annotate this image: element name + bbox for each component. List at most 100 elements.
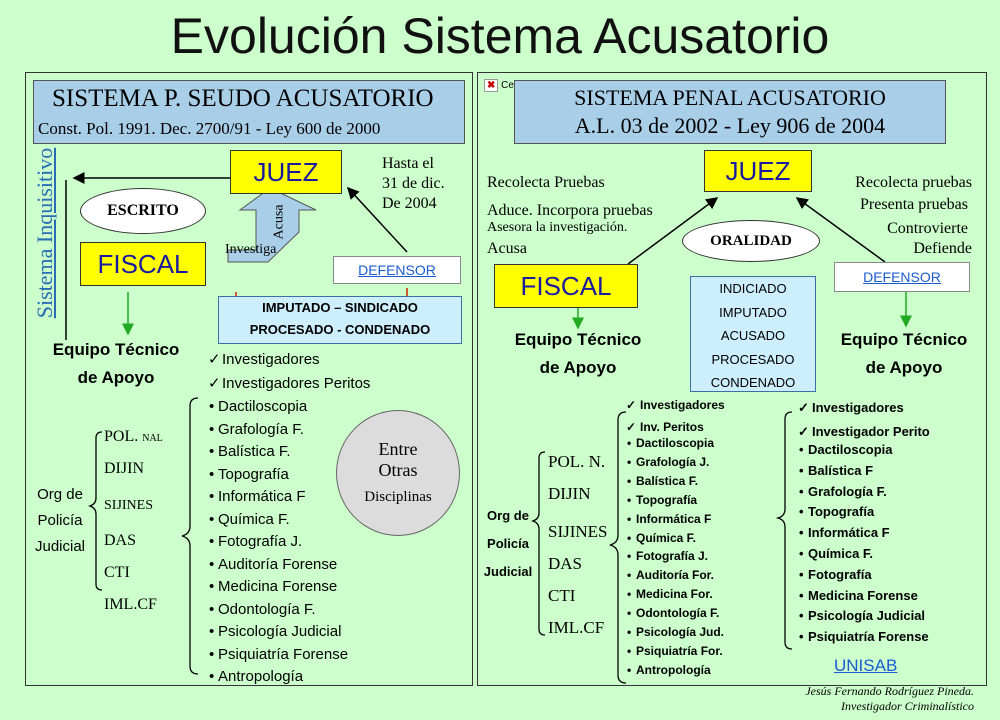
right-org-line-1: Org de bbox=[487, 508, 529, 523]
defensor-role-4: Defiende bbox=[913, 240, 972, 257]
right-equipo-fiscal-line-1: Equipo Técnico bbox=[514, 330, 642, 349]
bullet-item: Balística F. bbox=[627, 472, 724, 491]
defensor-role-1: Recolecta pruebas bbox=[855, 174, 972, 191]
check-item: Investigadores bbox=[208, 348, 370, 372]
bullet-item: Psicología Judicial bbox=[209, 621, 348, 644]
escrito-oval: ESCRITO bbox=[80, 188, 206, 234]
bullet-item: Balística F bbox=[799, 461, 929, 482]
right-equipo-fiscal-line-2: de Apoyo bbox=[539, 358, 617, 377]
bullet-item: Medicina For. bbox=[627, 585, 724, 604]
broken-image-placeholder: ✖ Ce bbox=[484, 79, 520, 100]
imputado-line-1: IMPUTADO – SINDICADO bbox=[262, 300, 418, 315]
bullet-item: Antropología bbox=[627, 661, 724, 680]
left-fiscal-label: FISCAL bbox=[97, 249, 189, 279]
check-item: Investigadores bbox=[798, 396, 930, 420]
author-name: Jesús Fernando Rodríguez Pineda. bbox=[805, 684, 974, 698]
check-item: Investigador Perito bbox=[798, 420, 930, 444]
broken-image-text: Ce bbox=[501, 80, 514, 91]
left-police-das: DAS bbox=[104, 532, 137, 549]
left-org-policia: Org de Policía Judicial bbox=[28, 482, 92, 560]
left-police-pol-text: POL. bbox=[104, 428, 143, 445]
hasta-line-3: De 2004 bbox=[382, 195, 437, 212]
left-equipo-tecnico: Equipo Técnico de Apoyo bbox=[30, 336, 202, 392]
bullet-item: Química F. bbox=[627, 529, 724, 548]
left-police-iml: IML.CF bbox=[104, 596, 157, 613]
bullet-item: Grafología F. bbox=[209, 419, 348, 442]
right-org-line-3: Judicial bbox=[483, 564, 533, 579]
check-item: Inv. Peritos bbox=[626, 416, 725, 438]
bullet-item: Psiquiatría For. bbox=[627, 642, 724, 661]
left-bullet-list: DactiloscopiaGrafología F.Balística F.To… bbox=[209, 396, 348, 689]
bullet-item: Auditoría Forense bbox=[209, 554, 348, 577]
check-item: Investigadores bbox=[626, 394, 725, 416]
bullet-item: Topografía bbox=[627, 491, 724, 510]
indiciado-line-2: IMPUTADO bbox=[719, 304, 787, 320]
imputado-box: IMPUTADO – SINDICADO PROCESADO - CONDENA… bbox=[218, 296, 462, 344]
fiscal-role-1: Recolecta Pruebas bbox=[487, 174, 605, 191]
left-header-title: SISTEMA P. SEUDO ACUSATORIO bbox=[52, 85, 434, 112]
right-org-line-2: Policía bbox=[487, 536, 529, 551]
oralidad-label: ORALIDAD bbox=[710, 233, 792, 249]
right-fiscal-box: FISCAL bbox=[494, 264, 638, 308]
left-defensor-label: DEFENSOR bbox=[358, 262, 436, 278]
defensor-role-3: Controvierte bbox=[887, 220, 968, 237]
bullet-item: Dactiloscopia bbox=[799, 440, 929, 461]
investiga-label: Investiga bbox=[225, 242, 277, 257]
bullet-item: Informática F bbox=[627, 510, 724, 529]
right-police-das: DAS bbox=[548, 554, 583, 573]
defensor-bullet-list: DactiloscopiaBalística FGrafología F.Top… bbox=[799, 440, 929, 648]
defensor-role-2: Presenta pruebas bbox=[860, 196, 968, 213]
fiscal-role-4: Acusa bbox=[487, 240, 527, 257]
left-fiscal-box: FISCAL bbox=[80, 242, 206, 286]
bullet-item: Topografía bbox=[799, 502, 929, 523]
hasta-line-2: 31 de dic. bbox=[382, 175, 445, 192]
left-check-list: InvestigadoresInvestigadores Peritos bbox=[208, 348, 370, 396]
right-police-iml: IML.CF bbox=[548, 618, 605, 637]
right-defensor-label: DEFENSOR bbox=[863, 269, 941, 285]
acusa-label: Acusa bbox=[271, 204, 287, 240]
imputado-line-2: PROCESADO - CONDENADO bbox=[249, 322, 431, 337]
entre-line-3: Disciplinas bbox=[364, 489, 432, 505]
right-fiscal-label: FISCAL bbox=[520, 271, 612, 301]
fiscal-role-2: Aduce. Incorpora pruebas bbox=[487, 202, 653, 219]
bullet-item: Topografía bbox=[209, 464, 348, 487]
right-equipo-fiscal: Equipo Técnico de Apoyo bbox=[490, 326, 666, 382]
fiscal-bullet-list: DactiloscopiaGrafología J.Balística F.To… bbox=[627, 434, 724, 680]
hasta-line-1: Hasta el bbox=[382, 155, 434, 172]
entre-otras-circle: Entre Otras Disciplinas bbox=[336, 410, 460, 536]
right-police-sijines: SIJINES bbox=[548, 522, 608, 541]
bullet-item: Dactiloscopia bbox=[627, 434, 724, 453]
bullet-item: Dactiloscopia bbox=[209, 396, 348, 419]
bullet-item: Fotografía J. bbox=[627, 547, 724, 566]
bullet-item: Química F. bbox=[799, 544, 929, 565]
author-credit: Jesús Fernando Rodríguez Pineda. Investi… bbox=[660, 684, 974, 714]
author-role: Investigador Criminalístico bbox=[841, 699, 974, 713]
right-org-policia: Org de Policía Judicial bbox=[480, 502, 536, 586]
left-police-nal: NAL bbox=[142, 433, 163, 444]
unisab-link[interactable]: UNISAB bbox=[834, 656, 898, 675]
indiciado-line-4: PROCESADO bbox=[711, 351, 795, 367]
right-police-dijin: DIJIN bbox=[548, 484, 591, 503]
fiscal-check-list: InvestigadoresInv. Peritos bbox=[626, 394, 725, 438]
bullet-item: Psicología Jud. bbox=[627, 623, 724, 642]
left-equipo-line-1: Equipo Técnico bbox=[52, 340, 180, 359]
left-org-line-1: Org de bbox=[37, 486, 83, 503]
right-juez-box: JUEZ bbox=[704, 150, 812, 192]
check-item: Investigadores Peritos bbox=[208, 372, 370, 396]
left-org-line-3: Judicial bbox=[34, 538, 86, 555]
bullet-item: Odontología F. bbox=[209, 599, 348, 622]
bullet-item: Psicología Judicial bbox=[799, 606, 929, 627]
indiciado-line-1: INDICIADO bbox=[719, 281, 787, 296]
left-police-sijines: SIJINES bbox=[104, 498, 154, 513]
bullet-item: Odontología F. bbox=[627, 604, 724, 623]
right-header-laws: A.L. 03 de 2002 - Ley 906 de 2004 bbox=[574, 113, 886, 138]
hasta-note: Hasta el 31 de dic. De 2004 bbox=[382, 154, 445, 214]
left-juez-label: JUEZ bbox=[253, 157, 319, 187]
bullet-item: Grafología F. bbox=[799, 482, 929, 503]
oralidad-oval: ORALIDAD bbox=[682, 220, 820, 262]
bullet-item: Fotografía bbox=[799, 565, 929, 586]
bullet-item: Medicina Forense bbox=[799, 586, 929, 607]
entre-line-2: Otras bbox=[378, 460, 418, 480]
left-org-line-2: Policía bbox=[37, 512, 83, 529]
left-police-cti: CTI bbox=[104, 564, 130, 581]
